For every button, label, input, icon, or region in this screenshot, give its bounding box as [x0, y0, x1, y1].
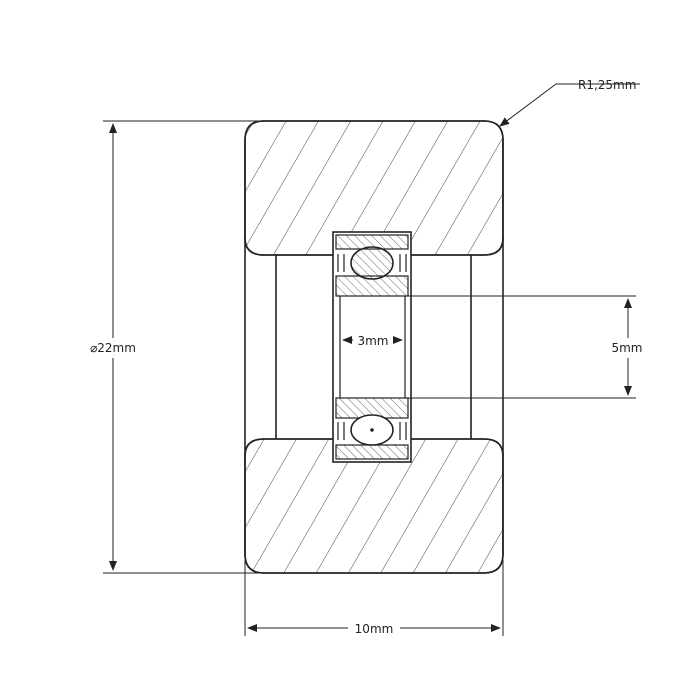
dimension-radius	[499, 83, 640, 127]
bore-diameter-label: 5mm	[611, 341, 642, 355]
ball-top	[350, 246, 394, 280]
width-label: 10mm	[355, 622, 394, 636]
outer-diameter-label: ⌀22mm	[90, 341, 136, 355]
hub-body	[244, 238, 504, 456]
tread-section-top	[244, 120, 504, 256]
radius-label: R1,25mm	[578, 78, 636, 92]
tread-section-bottom	[244, 438, 504, 574]
bore-width-label: 3mm	[357, 334, 388, 348]
dimension-bore-diameter	[405, 295, 636, 399]
